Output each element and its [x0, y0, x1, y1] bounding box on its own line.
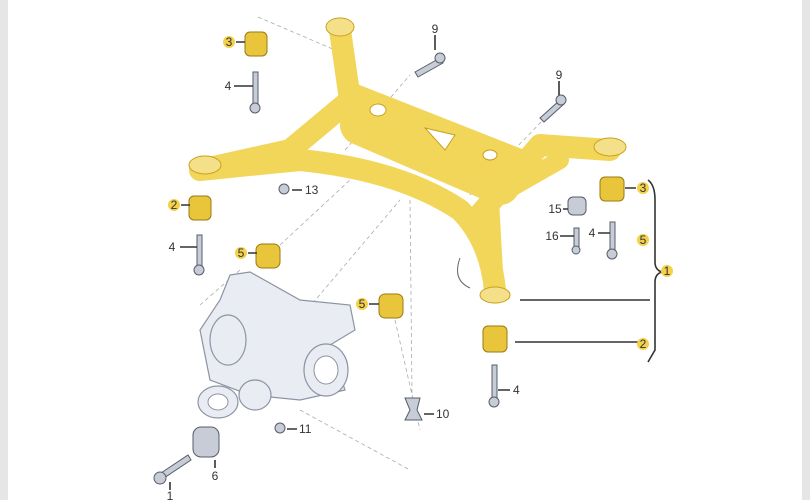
callout-4: 4 — [225, 79, 232, 93]
bushing-2-right — [482, 325, 508, 353]
bushing-5-right — [378, 293, 404, 319]
bushing-2-left — [188, 195, 212, 221]
callout-2: 2 — [171, 198, 178, 212]
bushing-3-left — [244, 31, 268, 57]
callout-1: 1 — [664, 264, 671, 278]
callout-4: 4 — [589, 226, 596, 240]
bolt-4 — [196, 234, 203, 270]
callout-5: 5 — [640, 233, 647, 247]
bolt-9 — [414, 57, 444, 78]
leader-lines — [169, 35, 636, 490]
callout-9: 9 — [432, 22, 439, 36]
left-border — [0, 0, 8, 500]
bushings — [188, 31, 625, 458]
bolt-11 — [274, 422, 286, 434]
rear-subframe — [188, 17, 627, 304]
bolt-4 — [252, 71, 259, 108]
callout-5: 5 — [238, 246, 245, 260]
bolt-13 — [278, 183, 290, 195]
callout-4: 4 — [513, 383, 520, 397]
bushing-3-right — [599, 176, 625, 202]
callout-10: 10 — [436, 407, 450, 421]
callout-4: 4 — [169, 240, 176, 254]
right-border — [802, 0, 810, 500]
callout-6: 6 — [212, 469, 219, 483]
bolt-4 — [491, 364, 498, 402]
callout-labels: 3 4 9 9 13 2 4 5 15 16 4 3 5 1 2 5 4 10 … — [167, 22, 673, 500]
bushing-6 — [192, 426, 220, 458]
bushing-5-left — [255, 243, 281, 269]
callout-2: 2 — [640, 337, 647, 351]
callout-9: 9 — [556, 68, 563, 82]
stopper-10 — [404, 397, 423, 421]
callout-5: 5 — [359, 297, 366, 311]
callout-3: 3 — [226, 35, 233, 49]
callout-13: 13 — [305, 183, 319, 197]
callout-3: 3 — [640, 181, 647, 195]
callout-1: 1 — [167, 489, 174, 500]
callout-15: 15 — [548, 202, 562, 216]
callout-16: 16 — [545, 229, 559, 243]
rear-differential — [197, 271, 356, 419]
callout-11: 11 — [299, 422, 312, 436]
group-bracket — [515, 179, 665, 363]
bushing-15 — [567, 196, 587, 216]
bolts — [153, 52, 618, 485]
